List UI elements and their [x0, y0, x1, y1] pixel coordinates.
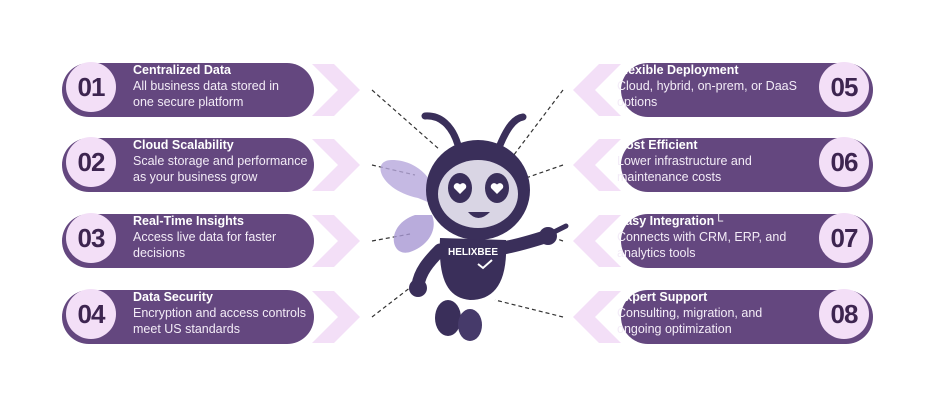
card-text: Centralized Data All business data store… — [133, 63, 343, 110]
chevron-left-icon — [573, 215, 621, 267]
chevron-right-icon — [312, 291, 360, 343]
hand-left-icon — [409, 279, 427, 297]
number-badge: 03 — [66, 213, 116, 263]
number-badge: 02 — [66, 137, 116, 187]
mouth-icon — [468, 212, 490, 218]
card-text: Data Security Encryption and access cont… — [133, 290, 343, 337]
card-title: Easy Integration└ — [617, 214, 724, 228]
card-text: Flexible Deployment Cloud, hybrid, on-pr… — [617, 63, 827, 110]
card-desc-line: as your business grow — [133, 170, 258, 184]
chevron-left-icon — [573, 291, 621, 343]
number-badge: 06 — [819, 137, 869, 187]
card-desc-line: decisions — [133, 246, 186, 260]
feature-card-02: 02 Cloud Scalability Scale storage and p… — [62, 135, 372, 195]
number-badge: 08 — [819, 289, 869, 339]
body-icon — [439, 238, 507, 300]
heart-eye-right-icon — [490, 183, 504, 194]
card-title: Cost Efficient — [617, 138, 698, 152]
card-desc-line: Scale storage and performance — [133, 154, 308, 168]
feature-card-07: 07 Easy Integration└ Connects with CRM, … — [563, 211, 873, 271]
chevron-right-icon — [312, 139, 360, 191]
pointing-finger-icon — [549, 223, 569, 236]
card-desc-line: options — [617, 95, 658, 109]
card-title: Real-Time Insights — [133, 214, 244, 228]
feature-card-06: 06 Cost Efficient Lower infrastructure a… — [563, 135, 873, 195]
number-badge: 07 — [819, 213, 869, 263]
feature-card-05: 05 Flexible Deployment Cloud, hybrid, on… — [563, 60, 873, 120]
antenna-right-icon — [496, 113, 527, 149]
card-text: Cost Efficient Lower infrastructure and … — [617, 138, 827, 185]
card-desc-line: ongoing optimization — [617, 322, 732, 336]
connector-01 — [371, 89, 441, 151]
card-desc-line: meet US standards — [133, 322, 240, 336]
wing-icon — [380, 160, 436, 205]
card-title: Expert Support — [617, 290, 708, 304]
card-title: Centralized Data — [133, 63, 231, 77]
card-desc-line: Encryption and access controls — [133, 306, 307, 320]
chevron-right-icon — [312, 64, 360, 116]
card-text: Cloud Scalability Scale storage and perf… — [133, 138, 343, 185]
card-title: Cloud Scalability — [133, 138, 234, 152]
card-desc-line: Connects with CRM, ERP, and — [617, 230, 787, 244]
card-text: Expert Support Consulting, migration, an… — [617, 290, 827, 337]
number-badge: 01 — [66, 62, 116, 112]
connector-08 — [494, 299, 564, 318]
card-title: Flexible Deployment — [617, 63, 739, 77]
card-desc-line: Consulting, migration, and — [617, 306, 763, 320]
chevron-right-icon — [312, 215, 360, 267]
card-desc-line: one secure platform — [133, 95, 244, 109]
card-text: Real-Time Insights Access live data for … — [133, 214, 343, 261]
heart-eye-left-icon — [453, 183, 467, 194]
feature-card-03: 03 Real-Time Insights Access live data f… — [62, 211, 372, 271]
check-icon — [477, 259, 493, 270]
leg-right-icon — [458, 309, 482, 341]
feature-card-08: 08 Expert Support Consulting, migration,… — [563, 287, 873, 347]
card-desc-line: All business data stored in — [133, 79, 279, 93]
card-desc-line: Cloud, hybrid, on-prem, or DaaS — [617, 79, 797, 93]
card-desc-line: Access live data for faster — [133, 230, 277, 244]
card-desc-line: Lower infrastructure and — [617, 154, 752, 168]
feature-card-01: 01 Centralized Data All business data st… — [62, 60, 372, 120]
chevron-left-icon — [573, 64, 621, 116]
leg-left-icon — [435, 300, 461, 336]
connector-05 — [509, 89, 564, 161]
card-text: Easy Integration└ Connects with CRM, ERP… — [617, 214, 827, 261]
card-desc-line: maintenance costs — [617, 170, 722, 184]
number-badge: 05 — [819, 62, 869, 112]
card-title: Data Security — [133, 290, 213, 304]
mascot-label: HELIXBEE — [448, 247, 498, 258]
wing-lower-icon — [393, 215, 434, 253]
antenna-left-icon — [421, 112, 462, 149]
chevron-left-icon — [573, 139, 621, 191]
feature-card-04: 04 Data Security Encryption and access c… — [62, 287, 372, 347]
number-badge: 04 — [66, 289, 116, 339]
card-desc-line: analytics tools — [617, 246, 696, 260]
